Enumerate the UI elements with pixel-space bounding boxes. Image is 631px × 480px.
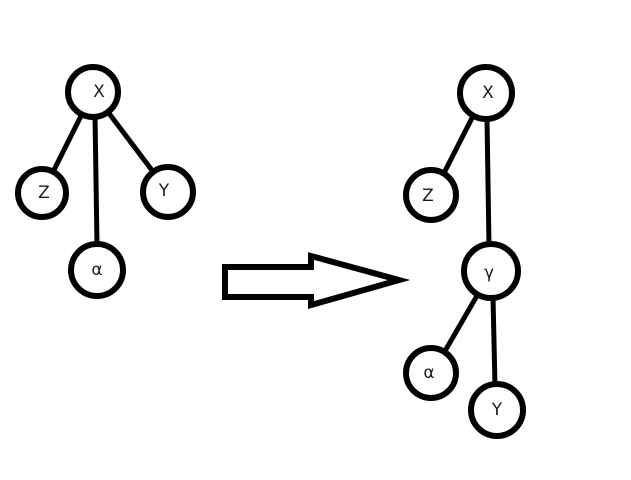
right-node-Y-label: Y xyxy=(491,400,503,420)
left-node-Y xyxy=(140,164,196,220)
right-tree: X Z γ α Y xyxy=(403,64,526,439)
right-node-alpha-label: α xyxy=(423,363,434,383)
right-edge-X-Z xyxy=(441,114,476,175)
left-edge-X-alpha xyxy=(92,114,100,246)
right-node-gamma xyxy=(461,241,521,301)
left-node-alpha-label: α xyxy=(91,260,102,280)
left-edge-X-Y xyxy=(106,110,156,175)
left-node-X xyxy=(65,64,121,120)
right-node-gamma-label: γ xyxy=(484,263,494,283)
right-node-Z xyxy=(403,167,459,223)
left-node-Z xyxy=(15,166,69,220)
right-node-X xyxy=(457,64,515,122)
left-node-X-label: X xyxy=(93,82,105,102)
transform-arrow-icon xyxy=(222,252,411,309)
right-node-Z-label: Z xyxy=(422,186,434,206)
right-node-X-label: X xyxy=(482,83,494,103)
right-edge-gamma-Y xyxy=(490,296,498,387)
right-edge-X-gamma xyxy=(484,118,492,247)
right-node-Y xyxy=(468,381,526,439)
left-edge-X-Z xyxy=(50,112,85,174)
right-node-alpha xyxy=(403,345,459,401)
left-node-Y-label: Y xyxy=(158,181,170,201)
right-block-arrow-shape xyxy=(222,252,411,309)
left-tree: X Z Y α xyxy=(15,64,196,299)
left-node-alpha xyxy=(68,241,126,299)
left-node-Z-label: Z xyxy=(38,183,50,203)
right-edge-gamma-alpha xyxy=(442,292,481,353)
